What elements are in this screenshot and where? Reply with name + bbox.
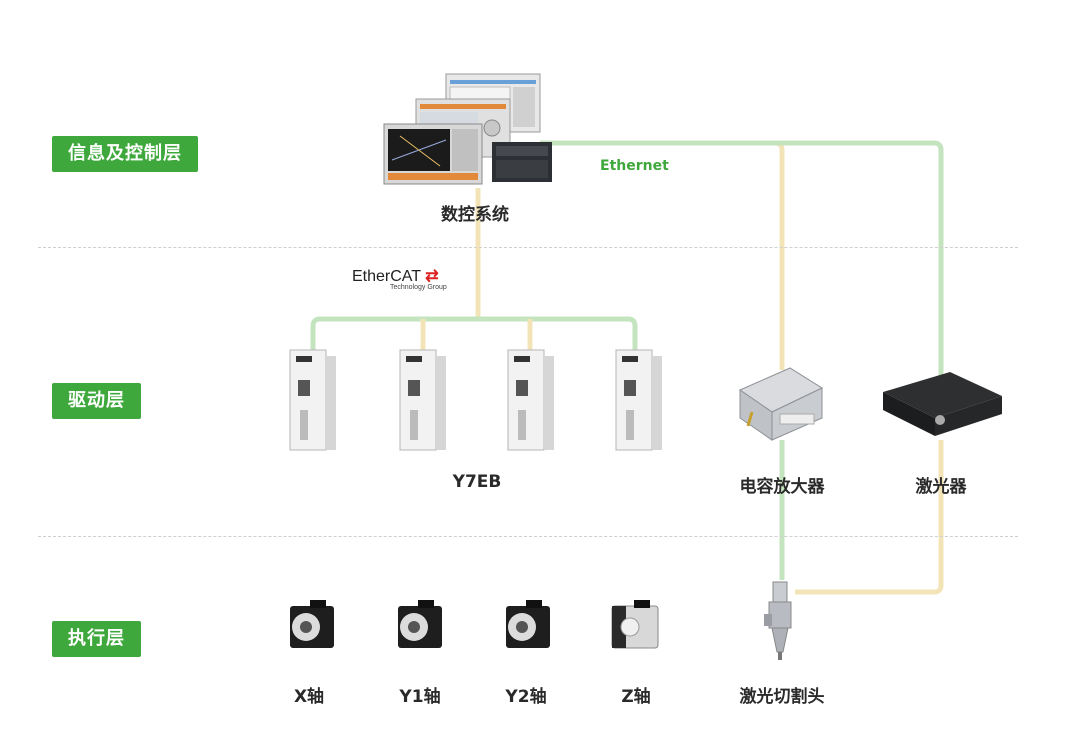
cap-amp-label: 电容放大器 <box>739 477 825 497</box>
cutting-head-icon <box>764 581 792 660</box>
motor-z-icon <box>611 600 659 649</box>
layer-badge-info-control: 信息及控制层 <box>52 136 198 172</box>
cutting-head-label: 激光切割头 <box>739 687 825 707</box>
laser-label: 激光器 <box>915 477 967 497</box>
motor-y1-icon <box>398 600 442 648</box>
laser-source-icon <box>883 372 1002 436</box>
servo-drive-3 <box>507 349 554 451</box>
ethernet-line-to-laser <box>540 140 944 385</box>
capacitor-amplifier-icon <box>738 367 824 441</box>
ethercat-bus <box>310 316 638 350</box>
servo-drive-1 <box>289 349 336 451</box>
servo-drive-4 <box>615 349 662 451</box>
divider-bottom <box>38 536 1018 537</box>
axis-label-x: X轴 <box>293 687 325 707</box>
ethernet-label: Ethernet <box>600 158 669 174</box>
motor-x-icon <box>290 600 334 648</box>
ethercat-logo: EtherCAT ⇄ Technology Group <box>352 268 447 291</box>
ethernet-line-to-cap-amp <box>540 140 785 370</box>
cnc-system-icon <box>383 73 552 185</box>
ethercat-logo-text: EtherCAT <box>352 268 421 285</box>
axis-label-z: Z轴 <box>621 687 651 707</box>
ethercat-logo-sub: Technology Group <box>390 284 447 291</box>
axis-label-y2: Y2轴 <box>505 687 547 707</box>
layer-badge-execution: 执行层 <box>52 621 141 657</box>
drive-model-label: Y7EB <box>452 472 502 492</box>
cnc-system-label: 数控系统 <box>441 205 509 225</box>
servo-drive-2 <box>399 349 446 451</box>
laser-to-head-line <box>795 440 944 595</box>
motor-y2-icon <box>506 600 550 648</box>
layer-badge-drive: 驱动层 <box>52 383 141 419</box>
axis-label-y1: Y1轴 <box>399 687 441 707</box>
divider-top <box>38 247 1018 248</box>
